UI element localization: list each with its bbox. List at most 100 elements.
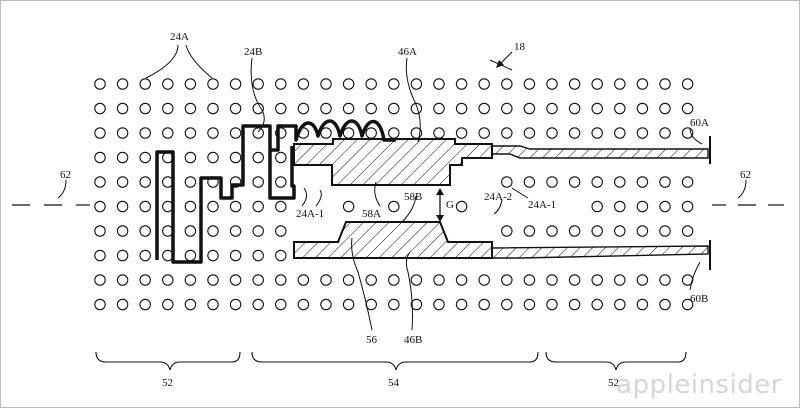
pillar-dot [139,102,151,115]
pillar-dot [207,127,219,139]
pillar-dot [94,151,106,164]
pillar-dot [478,298,490,311]
pillar-dot [275,102,287,115]
pillar-dot [184,225,197,237]
pillar-dot [229,274,242,286]
pillar-dot [184,151,197,164]
pillar-dot [184,249,197,262]
pillar-dot [501,176,513,188]
label-24B: 24B [244,46,262,58]
pillar-dot [297,102,310,115]
pillar-dot [342,274,355,286]
pillar-dot [275,274,287,286]
pillar-dot [681,176,694,188]
pillar-dot [523,225,536,237]
pillar-dot [568,78,581,90]
pillar-dot [94,176,106,188]
pillar-dot [275,249,287,262]
pillar-dot [636,298,649,311]
pillar-dot [94,78,106,90]
pillar-dot [207,200,219,213]
pillar-dot [252,102,264,115]
pillar-dot [342,200,355,213]
pillar-dot [614,176,626,188]
pillar-dot [94,298,106,311]
pillar-dot [455,78,468,90]
label-58A: 58A [362,208,381,220]
pillar-dot [659,127,671,139]
electrode-46A [293,138,493,186]
pillar-dot [501,274,513,286]
pillar-dot [297,298,310,311]
pillar-dot [116,78,129,90]
pillar-dot [501,298,513,311]
pillar-dot [546,102,558,115]
pillar-dot [229,151,242,164]
pillar-dot [636,102,649,115]
pillar-dot [229,127,242,139]
pillar-dot [252,78,264,90]
pillar-dot [614,200,626,213]
pillar-dot [546,176,558,188]
pillar-dot [365,127,377,139]
pillar-dot [636,200,649,213]
pillar-dot [207,225,219,237]
pillar-dot [252,225,264,237]
pillar-dot [207,151,219,164]
pillar-dot [94,127,106,139]
pillar-dot [455,102,468,115]
pillar-dot [94,102,106,115]
pillar-dot [546,127,558,139]
upper-wavy-wall [270,119,396,152]
pillar-dot [297,274,310,286]
pillar-dot [636,176,649,188]
pillar-dot [116,151,129,164]
pillar-dot [162,78,174,90]
pillar-dot [139,151,151,164]
pillar-dot [523,176,536,188]
label-58B: 58B [404,191,422,203]
pillar-dot [162,298,174,311]
pillar-dot [94,200,106,213]
pillar-dot [139,127,151,139]
pillar-dot [139,78,151,90]
label-60B: 60B [690,293,708,305]
pillar-dot [207,249,219,262]
pillar-dot [523,274,536,286]
pillar-dot [342,298,355,311]
pillar-dot [636,225,649,237]
pillar-dot [229,298,242,311]
pillar-dot [591,274,603,286]
pillar-dot [659,200,671,213]
label-56: 56 [366,334,378,346]
pillar-dot [139,225,151,237]
pillar-dot [320,78,332,90]
pillar-dot [410,298,423,311]
dimension-braces [95,351,687,371]
pillar-dot [207,102,219,115]
pillar-dot [681,102,694,115]
pillar-dot [546,274,558,286]
pillar-dot [184,298,197,311]
label-60A: 60A [690,117,709,129]
label-52-right: 52 [608,377,619,389]
pillar-dot [388,200,400,213]
serpentine-wall-24B [155,124,296,264]
pillar-dot [501,102,513,115]
pillar-dot [162,127,174,139]
pillar-dot [433,298,445,311]
pillar-dot [275,200,287,213]
pillar-dot [568,274,581,286]
pillar-dot [659,78,671,90]
pillar-dot [501,127,513,139]
pillar-dot [614,78,626,90]
label-24A: 24A [170,31,189,43]
pillar-dot [614,274,626,286]
label-54: 54 [388,377,400,389]
pillar-dot [433,102,445,115]
pillar-dot [162,102,174,115]
pillar-dot [116,176,129,188]
pillar-dot-grid [94,78,694,311]
pillar-dot [659,274,671,286]
